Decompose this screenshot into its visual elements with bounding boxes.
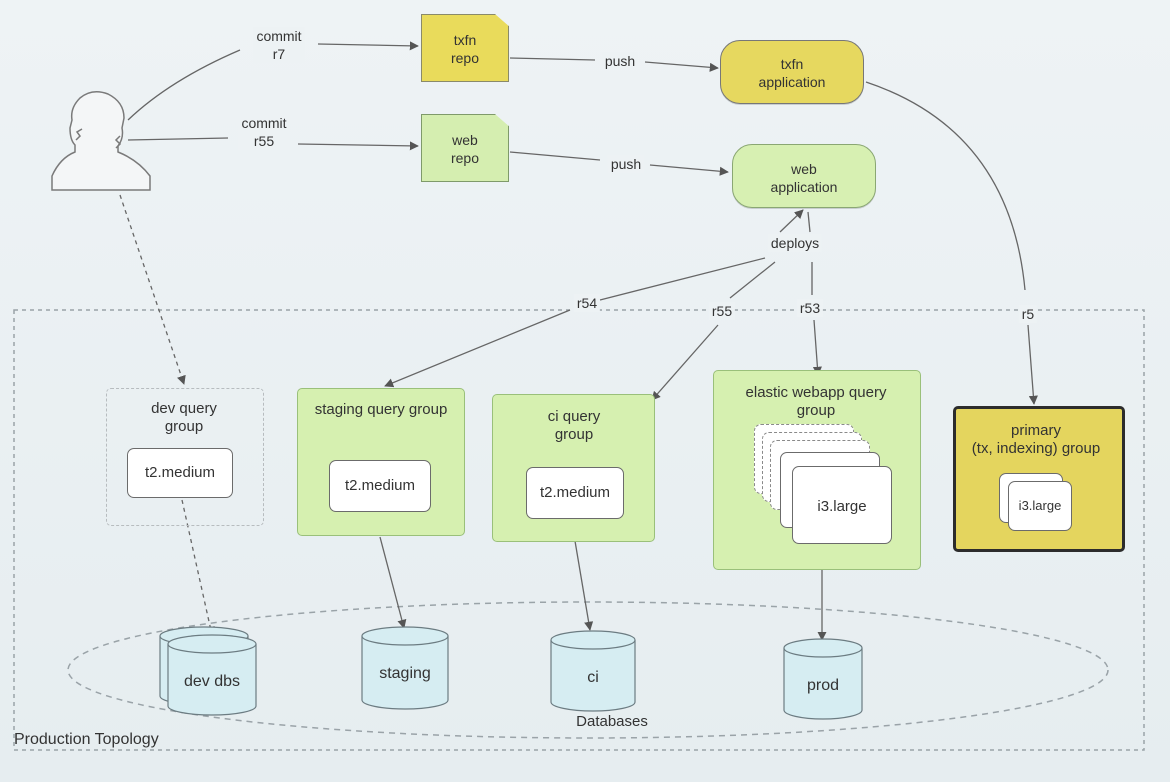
repo-txfn-label: txfn repo: [450, 32, 480, 66]
instance-primary-label: i3.large: [1018, 498, 1062, 513]
edge-commit-txfn-2: [317, 41, 419, 51]
app-web[interactable]: [732, 144, 876, 208]
db-staging-cylinder: [361, 626, 449, 710]
db-ci-cylinder: [550, 630, 636, 712]
group-primary-label: primary (tx, indexing) group: [971, 422, 1101, 457]
edge-ci-db: [574, 540, 594, 631]
databases-region: [67, 601, 1109, 739]
deploy-label-r55: r55: [708, 302, 736, 320]
edge-dev-db: [181, 499, 215, 636]
repo-txfn[interactable]: [421, 14, 509, 82]
group-dev[interactable]: [106, 388, 264, 526]
edge-push-web-2: [649, 164, 729, 176]
repo-web-label: web repo: [450, 132, 480, 166]
deploys-label: deploys: [767, 234, 823, 252]
deploy-label-r5: r5: [1018, 305, 1038, 323]
group-ci-label: ci query group: [547, 408, 601, 443]
instance-dev[interactable]: [127, 448, 233, 498]
edge-r5: [865, 81, 1034, 404]
edge-user-dev: [119, 194, 186, 385]
instance-ci-label: t2.medium: [539, 484, 611, 501]
db-staging-label: staging: [379, 665, 431, 682]
db-prod-cylinder: [783, 638, 863, 720]
push-label-txfn: push: [601, 52, 639, 70]
db-prod-label: prod: [806, 677, 840, 694]
edge-r53: [812, 262, 818, 375]
production-topology-frame: [13, 309, 1145, 751]
edge-r54: [385, 257, 766, 386]
instance-primary[interactable]: [1008, 481, 1072, 531]
db-dev-dbs-cylinder: [159, 626, 257, 716]
push-label-web: push: [607, 155, 645, 173]
group-dev-label: dev query group: [151, 400, 217, 435]
commit-label-r7: commit r7: [253, 27, 305, 63]
edge-deploys-up-2: [807, 211, 811, 233]
edge-deploys-up: [779, 209, 804, 233]
app-web-label: web application: [770, 161, 838, 195]
instance-dev-label: t2.medium: [144, 464, 216, 481]
deploy-label-r53: r53: [796, 299, 824, 317]
db-dev-dbs-label: dev dbs: [183, 673, 241, 690]
repo-web[interactable]: [421, 114, 509, 182]
edge-push-web: [509, 151, 601, 161]
instance-staging[interactable]: [329, 460, 431, 512]
app-txfn[interactable]: [720, 40, 864, 104]
instance-staging-label: t2.medium: [344, 477, 416, 494]
group-elastic-label: elastic webapp query group: [745, 384, 887, 419]
edge-staging-db: [379, 536, 407, 629]
deploy-label-r54: r54: [573, 294, 601, 312]
databases-title: Databases: [576, 713, 648, 730]
edge-commit-web: [127, 137, 229, 141]
instance-ci[interactable]: [526, 467, 624, 519]
edge-commit-txfn: [127, 49, 241, 121]
commit-label-r55: commit r55: [238, 114, 290, 150]
app-txfn-label: txfn application: [758, 56, 826, 90]
edge-commit-web-2: [297, 141, 419, 151]
edge-push-txfn-2: [644, 61, 719, 72]
person-silhouette-icon: [51, 91, 151, 191]
edge-r55: [652, 261, 776, 400]
edge-push-txfn: [509, 57, 596, 61]
db-ci-label: ci: [587, 669, 599, 686]
production-topology-label: Production Topology: [14, 731, 159, 748]
instance-elastic[interactable]: [792, 466, 892, 544]
instance-elastic-label: i3.large: [817, 498, 867, 515]
group-staging-label: staging query group: [314, 401, 448, 418]
